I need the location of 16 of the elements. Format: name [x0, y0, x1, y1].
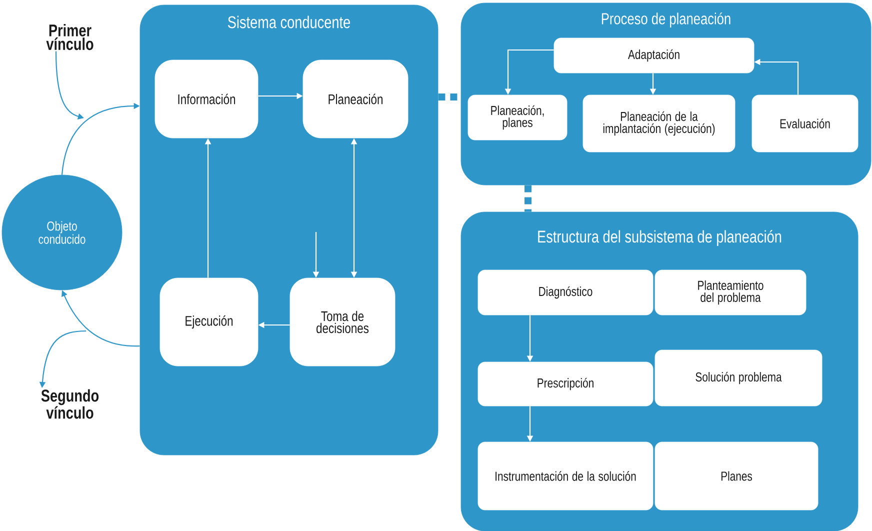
process-box: Planeación, planes: [468, 94, 568, 140]
heading: Segundo vínculo: [41, 389, 99, 419]
process-box: Planteamiento del problema: [654, 270, 806, 316]
process-box: Evaluación: [752, 94, 858, 152]
process-box: Diagnóstico: [478, 270, 654, 316]
process-box: Solución problema: [654, 350, 822, 406]
process-box: Información: [154, 60, 258, 138]
process-box: Planeación de la implantación (ejecución): [582, 94, 736, 152]
process-box: Planes: [654, 442, 818, 510]
heading: Primer vínculo: [46, 24, 94, 50]
process-box: Planeación: [302, 60, 408, 138]
process-box: Prescripción: [478, 362, 654, 406]
process-box: Ejecución: [160, 278, 258, 366]
process-box: Toma de decisiones: [290, 278, 396, 366]
process-box: Instrumentación de la solución: [478, 442, 654, 510]
process-box: Adaptación: [554, 38, 754, 74]
